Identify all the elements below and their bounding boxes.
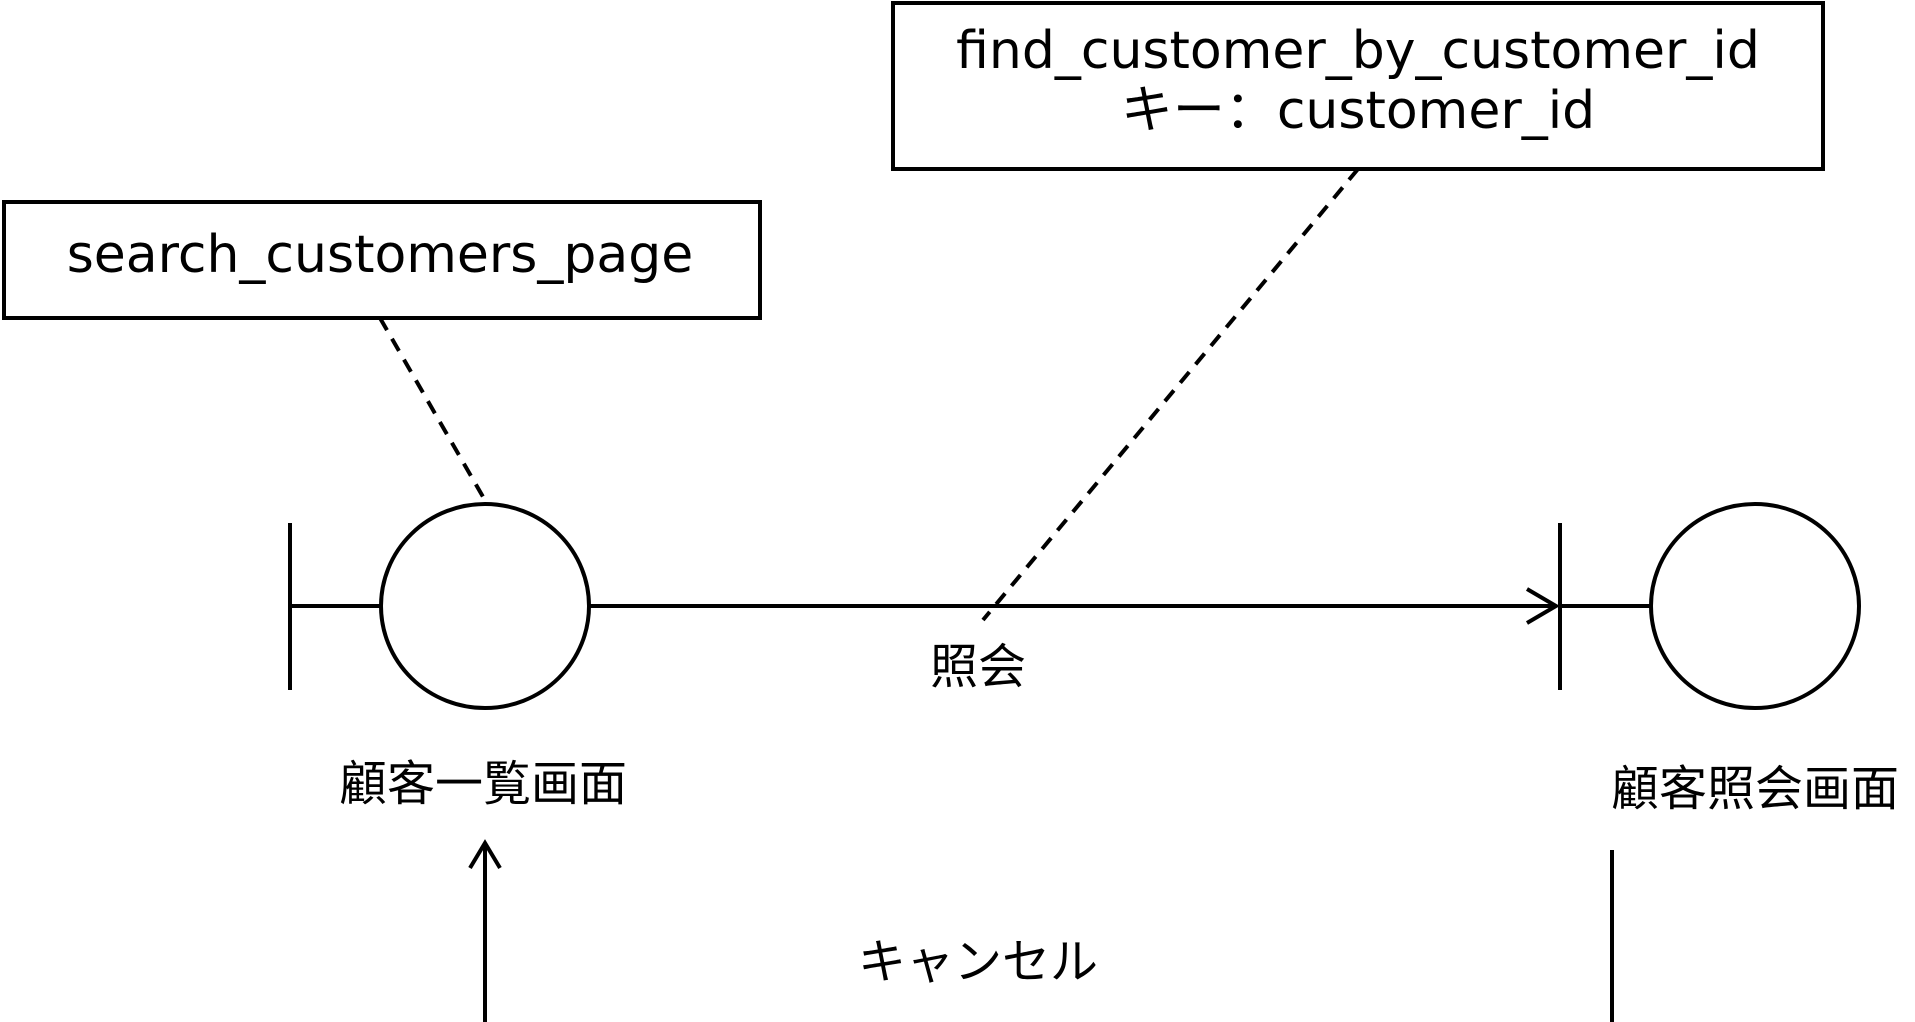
boundary-circle — [1649, 502, 1861, 710]
transition-line — [483, 843, 1614, 1022]
arrowhead-icon — [468, 839, 502, 870]
transition-inquiry: 照会 — [589, 587, 1560, 695]
note-label-line1: find_customer_by_customer_id — [956, 21, 1760, 81]
note-find-customer: find_customer_by_customer_id キー：customer… — [891, 1, 1825, 171]
arrowhead-icon — [1525, 587, 1560, 625]
boundary-customer-view: 顧客照会画面 — [1558, 502, 1899, 817]
note-label: search_customers_page — [67, 225, 694, 285]
boundary-circle — [379, 502, 591, 710]
boundary-customer-list: 顧客一覧画面 — [288, 502, 627, 812]
transition-cancel: キャンセル — [468, 839, 1614, 1022]
note-connector-search — [378, 317, 488, 503]
transition-label: 照会 — [930, 639, 1026, 695]
note-box — [2, 200, 762, 320]
note-box — [891, 1, 1825, 171]
note-label-line2: キー：customer_id — [1121, 81, 1595, 141]
note-search-customers-page: search_customers_page — [2, 200, 762, 320]
boundary-label: 顧客一覧画面 — [339, 756, 627, 812]
boundary-label: 顧客照会画面 — [1611, 761, 1899, 817]
transition-label: キャンセル — [858, 934, 1098, 990]
note-connector-find — [981, 167, 1360, 622]
